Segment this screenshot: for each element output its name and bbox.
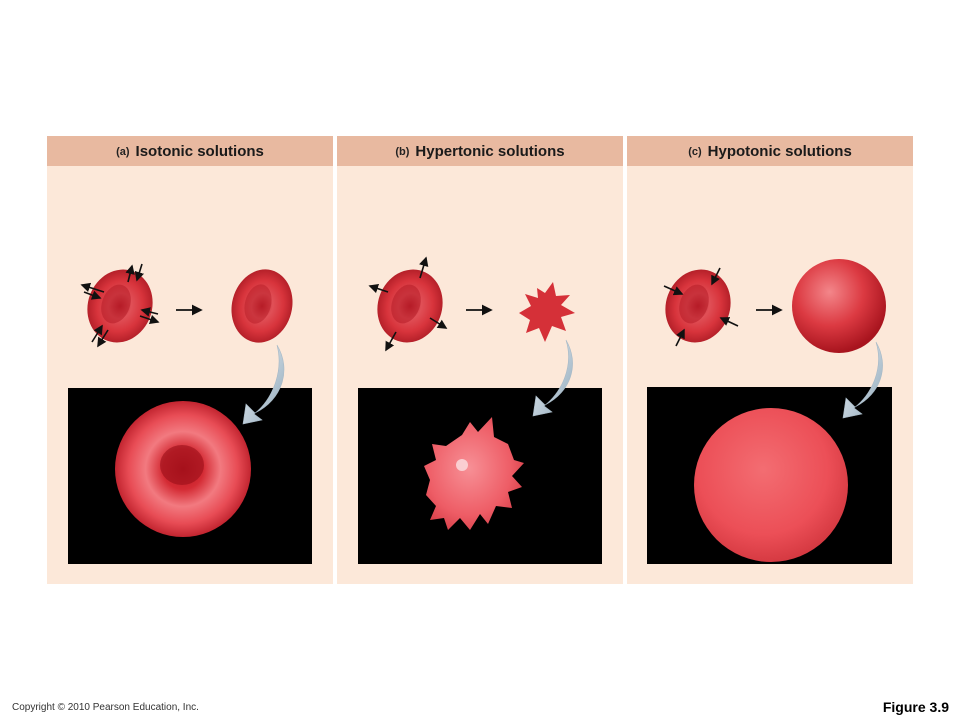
panel-header-hypertonic: (b) Hypertonic solutions	[337, 136, 623, 166]
panel-header-hypotonic: (c) Hypotonic solutions	[627, 136, 913, 166]
panel-letter: (c)	[688, 146, 702, 158]
curved-arrow-icon	[242, 344, 285, 425]
panel-title: Isotonic solutions	[135, 142, 264, 160]
sem-cell-hypertonic	[424, 417, 524, 530]
figure-label: Figure 3.9	[882, 699, 949, 715]
rbc-isotonic-before	[87, 269, 153, 343]
panel-letter: (a)	[116, 146, 130, 158]
rbc-hypotonic-after	[792, 259, 886, 353]
panel-title: Hypertonic solutions	[415, 142, 565, 160]
sem-cell-isotonic	[115, 401, 251, 537]
rbc-hypertonic-before	[377, 269, 443, 343]
water-flow-arrows-hypertonic	[368, 256, 448, 352]
sem-cell-hypotonic	[694, 408, 848, 562]
rbc-hypertonic-after	[519, 282, 575, 342]
water-flow-arrows-hypotonic	[663, 267, 739, 347]
panel-letter: (b)	[395, 146, 410, 158]
panel-header-isotonic: (a) Isotonic solutions	[47, 136, 333, 166]
rbc-isotonic-after	[231, 269, 293, 343]
panel-title: Hypotonic solutions	[707, 142, 852, 160]
rbc-hypotonic-before	[665, 269, 731, 343]
curved-arrow-icon	[532, 339, 573, 417]
water-flow-arrows-isotonic	[80, 263, 160, 348]
curved-arrow-icon	[842, 341, 883, 419]
copyright-text: Copyright © 2010 Pearson Education, Inc.	[12, 702, 199, 713]
